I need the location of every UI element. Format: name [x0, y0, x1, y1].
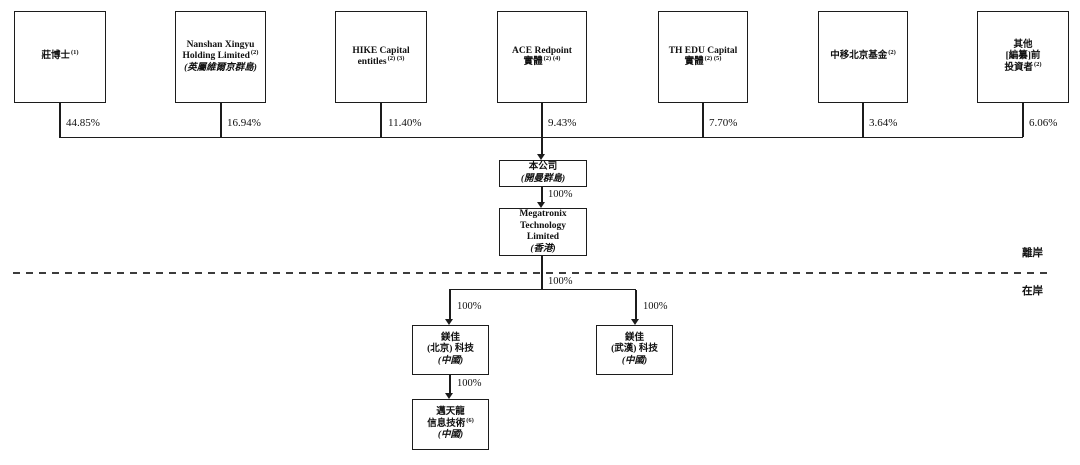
- ownership-percentage: 11.40%: [388, 117, 422, 129]
- footnote-sup: (2): [250, 49, 259, 57]
- box-line: [編纂]前: [1005, 51, 1041, 62]
- ownership-label: 100%: [643, 301, 668, 312]
- connector-line: [59, 103, 61, 137]
- box-line: 其他: [1013, 39, 1033, 50]
- box-line: 信息技術(6): [427, 416, 474, 429]
- arrow-down-icon: [537, 201, 545, 208]
- ownership-percentage: 7.70%: [709, 117, 738, 129]
- box-line: Megatronix: [519, 209, 567, 219]
- box-line: ACE Redpoint: [512, 45, 572, 56]
- box-line: Technology: [519, 220, 567, 231]
- box-line: (武漢) 科技: [611, 344, 658, 355]
- box-line: 本公司: [528, 162, 558, 172]
- box-line: TH EDU Capital: [668, 45, 738, 56]
- shareholder-box-hike-capital: HIKE Capital entitles(2) (3): [335, 11, 427, 103]
- company-box-cayman: 本公司 (開曼群島): [499, 160, 587, 187]
- subsidiary-box-wuhan: 鎂佳 (武漢) 科技 (中國): [596, 325, 673, 375]
- ownership-percentage: 16.94%: [227, 117, 261, 129]
- box-line: (香港): [530, 243, 556, 254]
- megatronix-box-hk: Megatronix Technology Limited (香港): [499, 208, 587, 256]
- arrow-down-icon: [445, 318, 453, 325]
- box-line: Holding Limited(2): [182, 49, 259, 62]
- box-line: (中國): [621, 355, 648, 366]
- box-line: (中國): [437, 355, 464, 366]
- connector-line: [449, 375, 451, 393]
- ownership-label: 100%: [457, 301, 482, 312]
- ownership-label: 100%: [548, 189, 573, 200]
- box-line: 投資者(2): [1004, 60, 1042, 73]
- ownership-percentage: 6.06%: [1029, 117, 1058, 129]
- connector-line: [702, 103, 704, 137]
- shareholder-box-th-edu-capital: TH EDU Capital 實體(2) (5): [658, 11, 748, 103]
- footnote-sup: (2) (4): [543, 54, 561, 62]
- subsidiary-box-maitianlong: 邁天龍 信息技術(6) (中國): [412, 399, 489, 450]
- box-line: 鎂佳: [624, 332, 644, 343]
- subsidiary-box-beijing: 鎂佳 (北京) 科技 (中國): [412, 325, 489, 375]
- shareholder-box-cmcc-beijing-fund: 中移北京基金(2): [818, 11, 908, 103]
- shareholder-box-other-investors: 其他 [編纂]前 投資者(2): [977, 11, 1069, 103]
- box-line: entitles(2) (3): [357, 54, 405, 67]
- connector-line: [541, 103, 543, 137]
- ownership-label: 100%: [548, 276, 573, 287]
- box-line: (中國): [437, 430, 464, 441]
- footnote-sup: (1): [70, 49, 79, 57]
- connector-branch-line: [449, 289, 637, 291]
- footnote-sup: (2): [888, 49, 896, 57]
- shareholder-box-dr-zhuang: 莊博士(1): [14, 11, 106, 103]
- connector-bus-line: [59, 137, 1024, 139]
- box-line: 鎂佳: [440, 332, 460, 343]
- box-line: (開曼群島): [520, 173, 566, 184]
- footnote-sup: (2) (5): [704, 54, 722, 62]
- connector-line: [380, 103, 382, 137]
- arrow-down-icon: [631, 318, 639, 325]
- shareholder-box-ace-redpoint: ACE Redpoint 實體(2) (4): [497, 11, 587, 103]
- connector-line: [449, 290, 451, 319]
- box-line: HIKE Capital: [352, 45, 410, 56]
- box-line: (北京) 科技: [427, 344, 474, 355]
- ownership-percentage: 9.43%: [548, 117, 577, 129]
- box-line: 實體(2) (4): [523, 54, 561, 67]
- connector-line: [635, 290, 637, 319]
- box-line: 實體(2) (5): [684, 54, 722, 67]
- box-line: (英屬維爾京群島): [184, 62, 257, 73]
- box-line: 莊博士(1): [41, 49, 79, 62]
- onshore-label: 在岸: [1022, 286, 1043, 297]
- box-line: Nanshan Xingyu: [186, 39, 255, 50]
- connector-line: [220, 103, 222, 137]
- connector-line: [541, 138, 543, 155]
- box-line: Limited: [526, 232, 560, 242]
- connector-line: [541, 187, 543, 202]
- footnote-sup: (6): [466, 416, 474, 424]
- ownership-percentage: 3.64%: [869, 117, 898, 129]
- box-line: 邁天龍: [436, 407, 465, 418]
- shareholder-box-nanshan-xingyu: Nanshan Xingyu Holding Limited(2) (英屬維爾京…: [175, 11, 266, 103]
- connector-line: [862, 103, 864, 137]
- connector-line: [1022, 103, 1024, 137]
- ownership-percentage: 44.85%: [66, 117, 100, 129]
- ownership-label: 100%: [457, 378, 482, 389]
- offshore-label: 離岸: [1022, 248, 1043, 259]
- footnote-sup: (2): [1033, 60, 1042, 68]
- footnote-sup: (2) (3): [387, 54, 405, 62]
- box-line: 中移北京基金(2): [830, 49, 896, 62]
- arrow-down-icon: [445, 392, 453, 399]
- offshore-onshore-divider: [13, 272, 1053, 274]
- arrow-down-icon: [537, 153, 545, 160]
